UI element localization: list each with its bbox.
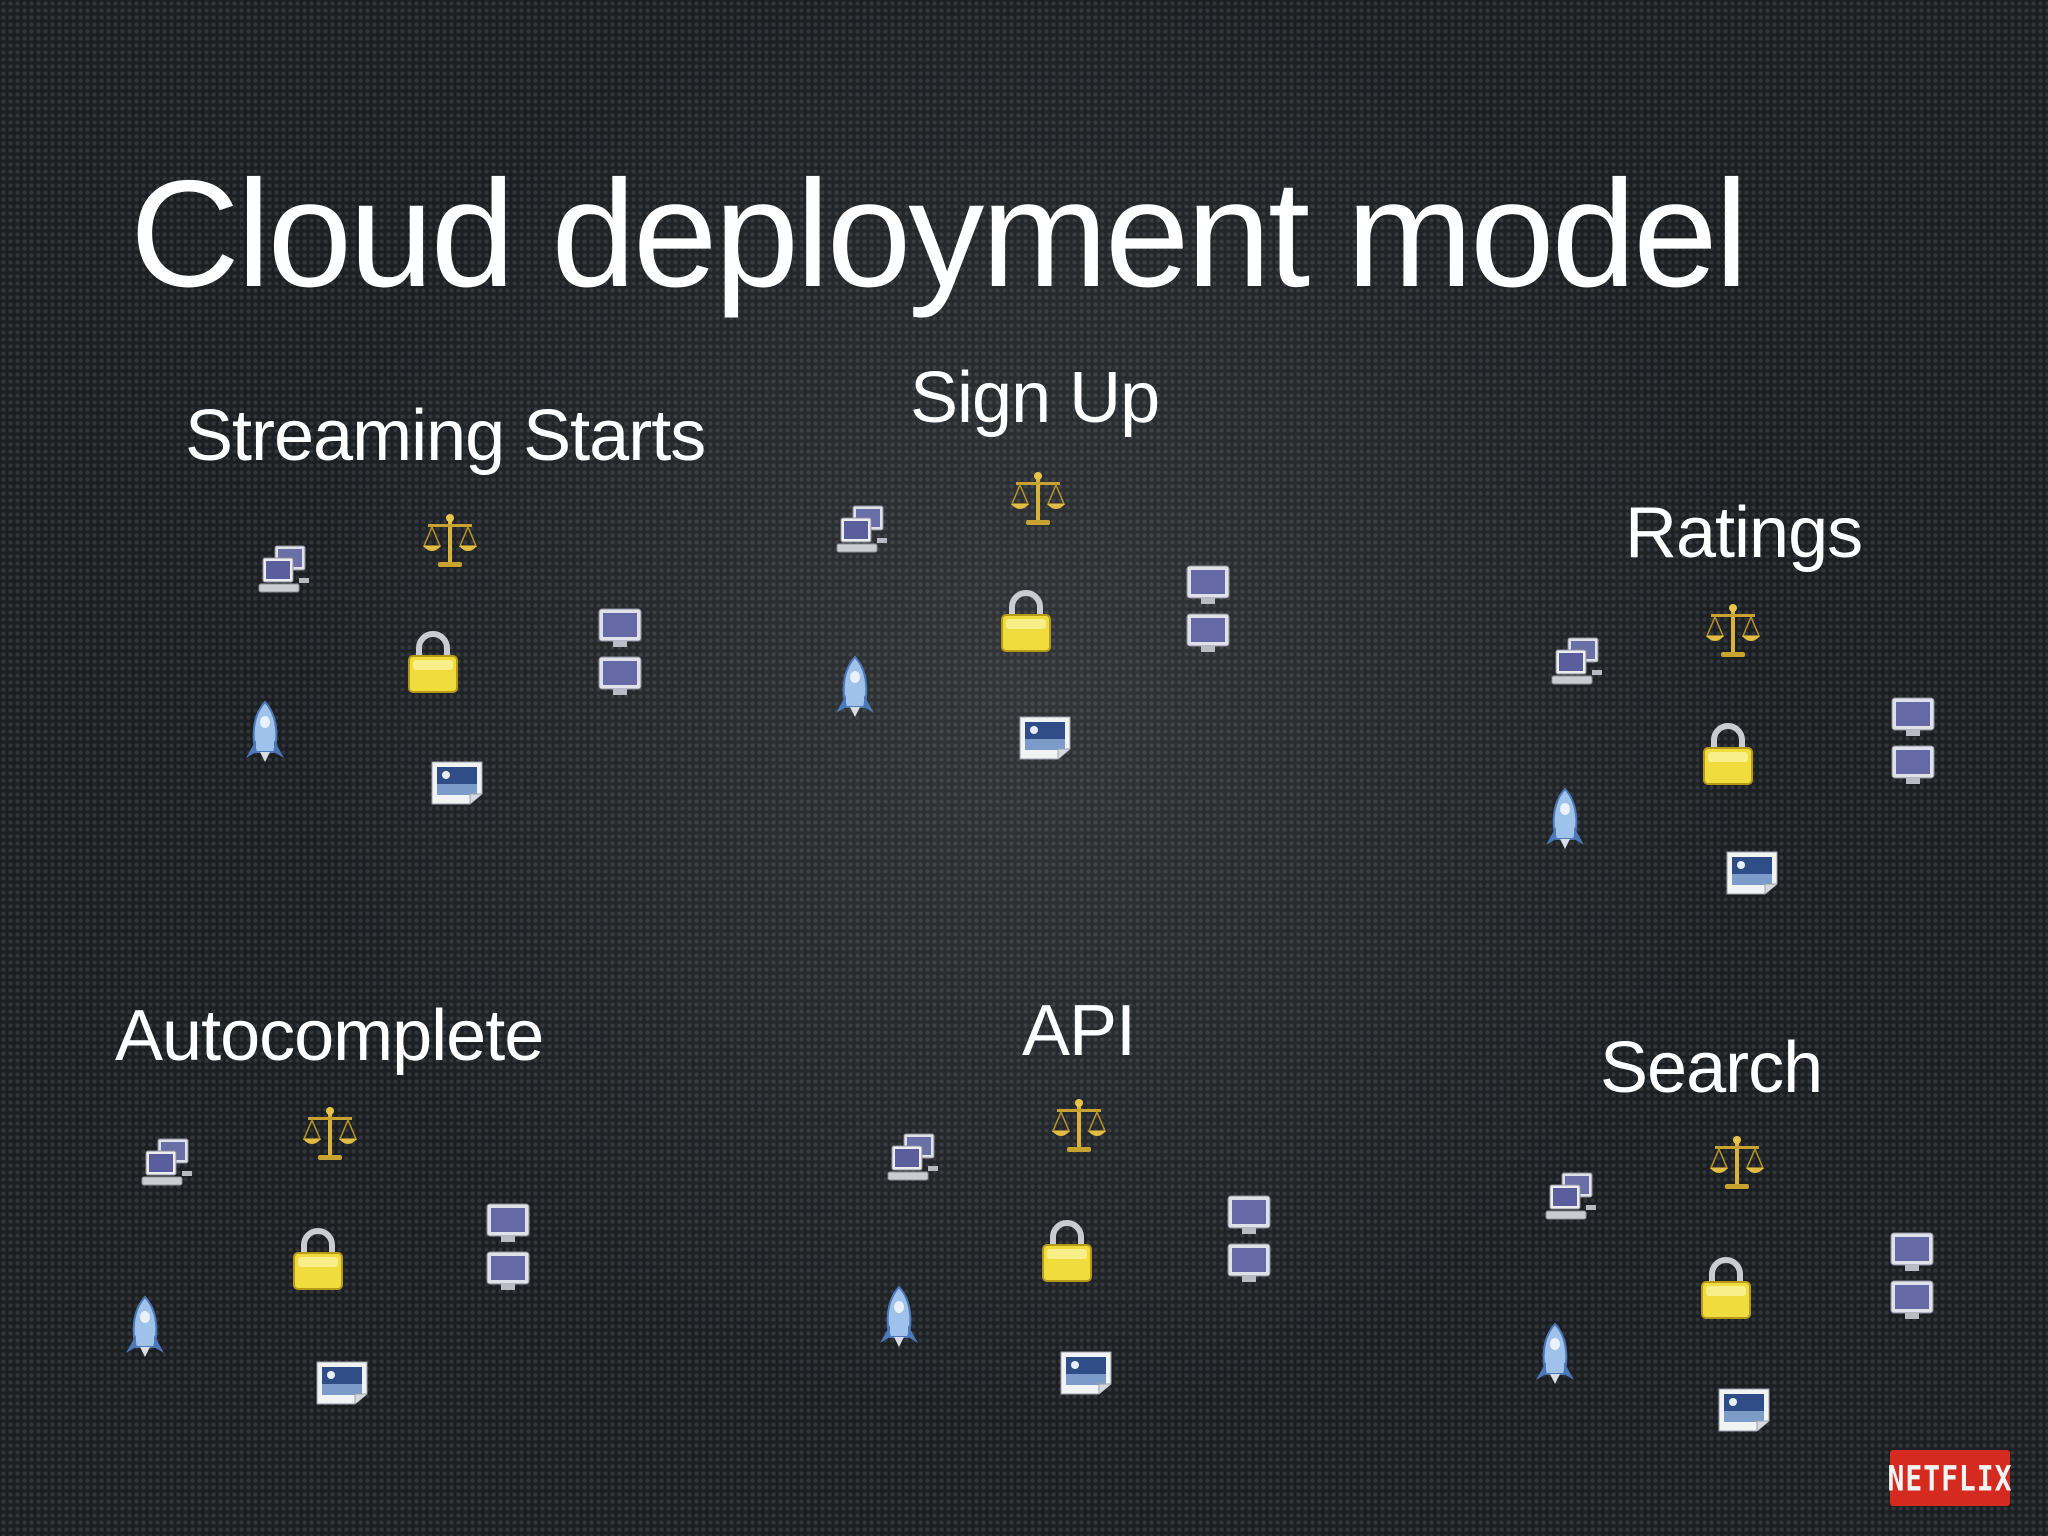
logo-text: NETFLIX	[1887, 1457, 2013, 1499]
netflix-logo: NETFLIX	[1887, 1450, 2013, 1506]
scales-icon	[1707, 1134, 1767, 1194]
cluster-label: Search	[1600, 1028, 1823, 1108]
rocket-icon	[1530, 1322, 1580, 1386]
workstations-icon	[1542, 1169, 1600, 1227]
padlock-icon	[1039, 1217, 1095, 1283]
workstations-icon	[833, 502, 891, 560]
cluster-search: Search	[1530, 1032, 2048, 1512]
cluster-label: API	[1022, 991, 1136, 1071]
cluster-api: API	[872, 995, 1392, 1475]
scales-icon	[1703, 602, 1763, 662]
picture-icon	[1059, 1350, 1113, 1396]
stacked-monitors-icon	[483, 1200, 533, 1300]
rocket-icon	[1540, 787, 1590, 851]
stacked-monitors-icon	[1887, 1229, 1937, 1329]
stacked-monitors-icon	[1888, 694, 1938, 794]
scales-icon	[1049, 1097, 1109, 1157]
padlock-icon	[1698, 1254, 1754, 1320]
workstations-icon	[884, 1130, 942, 1188]
picture-icon	[1725, 850, 1779, 896]
rocket-icon	[120, 1295, 170, 1359]
rocket-icon	[874, 1285, 924, 1349]
cluster-streaming-starts: Streaming Starts	[185, 396, 706, 880]
workstations-icon	[1548, 634, 1606, 692]
picture-icon	[1717, 1387, 1771, 1433]
scales-icon	[420, 512, 480, 572]
scales-icon	[300, 1105, 360, 1165]
padlock-icon	[998, 587, 1054, 653]
padlock-icon	[290, 1225, 346, 1291]
picture-icon	[315, 1360, 369, 1406]
scales-icon	[1008, 470, 1068, 530]
workstations-icon	[138, 1135, 196, 1193]
picture-icon	[1018, 715, 1072, 761]
slide-title: Cloud deployment model	[130, 149, 1748, 319]
cluster-label: Autocomplete	[115, 996, 544, 1076]
rocket-icon	[240, 700, 290, 764]
cluster-label: Sign Up	[910, 358, 1160, 438]
stacked-monitors-icon	[1224, 1192, 1274, 1292]
padlock-icon	[405, 628, 461, 694]
rocket-icon	[830, 655, 880, 719]
workstations-icon	[255, 542, 313, 600]
picture-icon	[430, 760, 484, 806]
cluster-ratings: Ratings	[1540, 497, 2048, 977]
stacked-monitors-icon	[1183, 562, 1233, 662]
padlock-icon	[1700, 720, 1756, 786]
cluster-sign-up: Sign Up	[835, 362, 1355, 842]
cluster-label: Ratings	[1625, 493, 1863, 573]
cluster-autocomplete: Autocomplete	[115, 1000, 635, 1480]
cluster-label: Streaming Starts	[185, 396, 706, 476]
stacked-monitors-icon	[595, 605, 645, 705]
